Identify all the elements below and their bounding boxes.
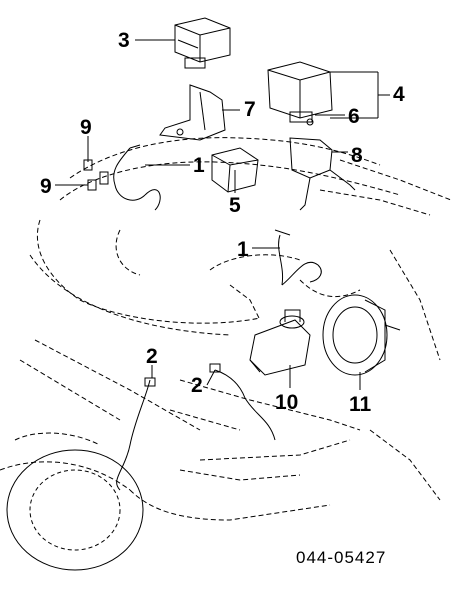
callout-9-left: 9 — [40, 175, 52, 198]
vehicle-body-outline — [0, 137, 451, 521]
callout-9-top: 9 — [80, 116, 92, 139]
callout-1-middle: 1 — [237, 238, 249, 261]
diagram-number: 044-05427 — [296, 548, 387, 567]
callout-7: 7 — [244, 98, 256, 121]
callout-2-right: 2 — [191, 374, 203, 397]
brake-actuator-3 — [174, 17, 231, 69]
speed-sensor-left-2 — [116, 377, 156, 491]
callout-1-upper: 1 — [193, 154, 205, 177]
callout-4: 4 — [393, 83, 405, 106]
actuator-assembly-4 — [267, 61, 333, 126]
callout-3: 3 — [118, 29, 130, 52]
master-cylinder-10 — [249, 309, 311, 376]
bracket-8 — [289, 137, 356, 211]
ecu-5 — [211, 147, 259, 193]
bracket-7 — [159, 84, 226, 141]
callout-8: 8 — [351, 144, 363, 167]
callout-2-left: 2 — [146, 345, 158, 368]
callout-10: 10 — [275, 391, 299, 414]
callout-11: 11 — [349, 393, 372, 416]
leader-lines — [55, 39, 390, 390]
brake-booster-11 — [322, 294, 401, 376]
callout-5: 5 — [229, 194, 241, 217]
speed-sensor-right-2 — [209, 363, 276, 441]
front-wheel — [6, 449, 144, 571]
speed-sensor-middle-1 — [274, 229, 322, 286]
callout-6: 6 — [348, 105, 360, 128]
speed-sensor-upper-1 — [99, 144, 161, 211]
